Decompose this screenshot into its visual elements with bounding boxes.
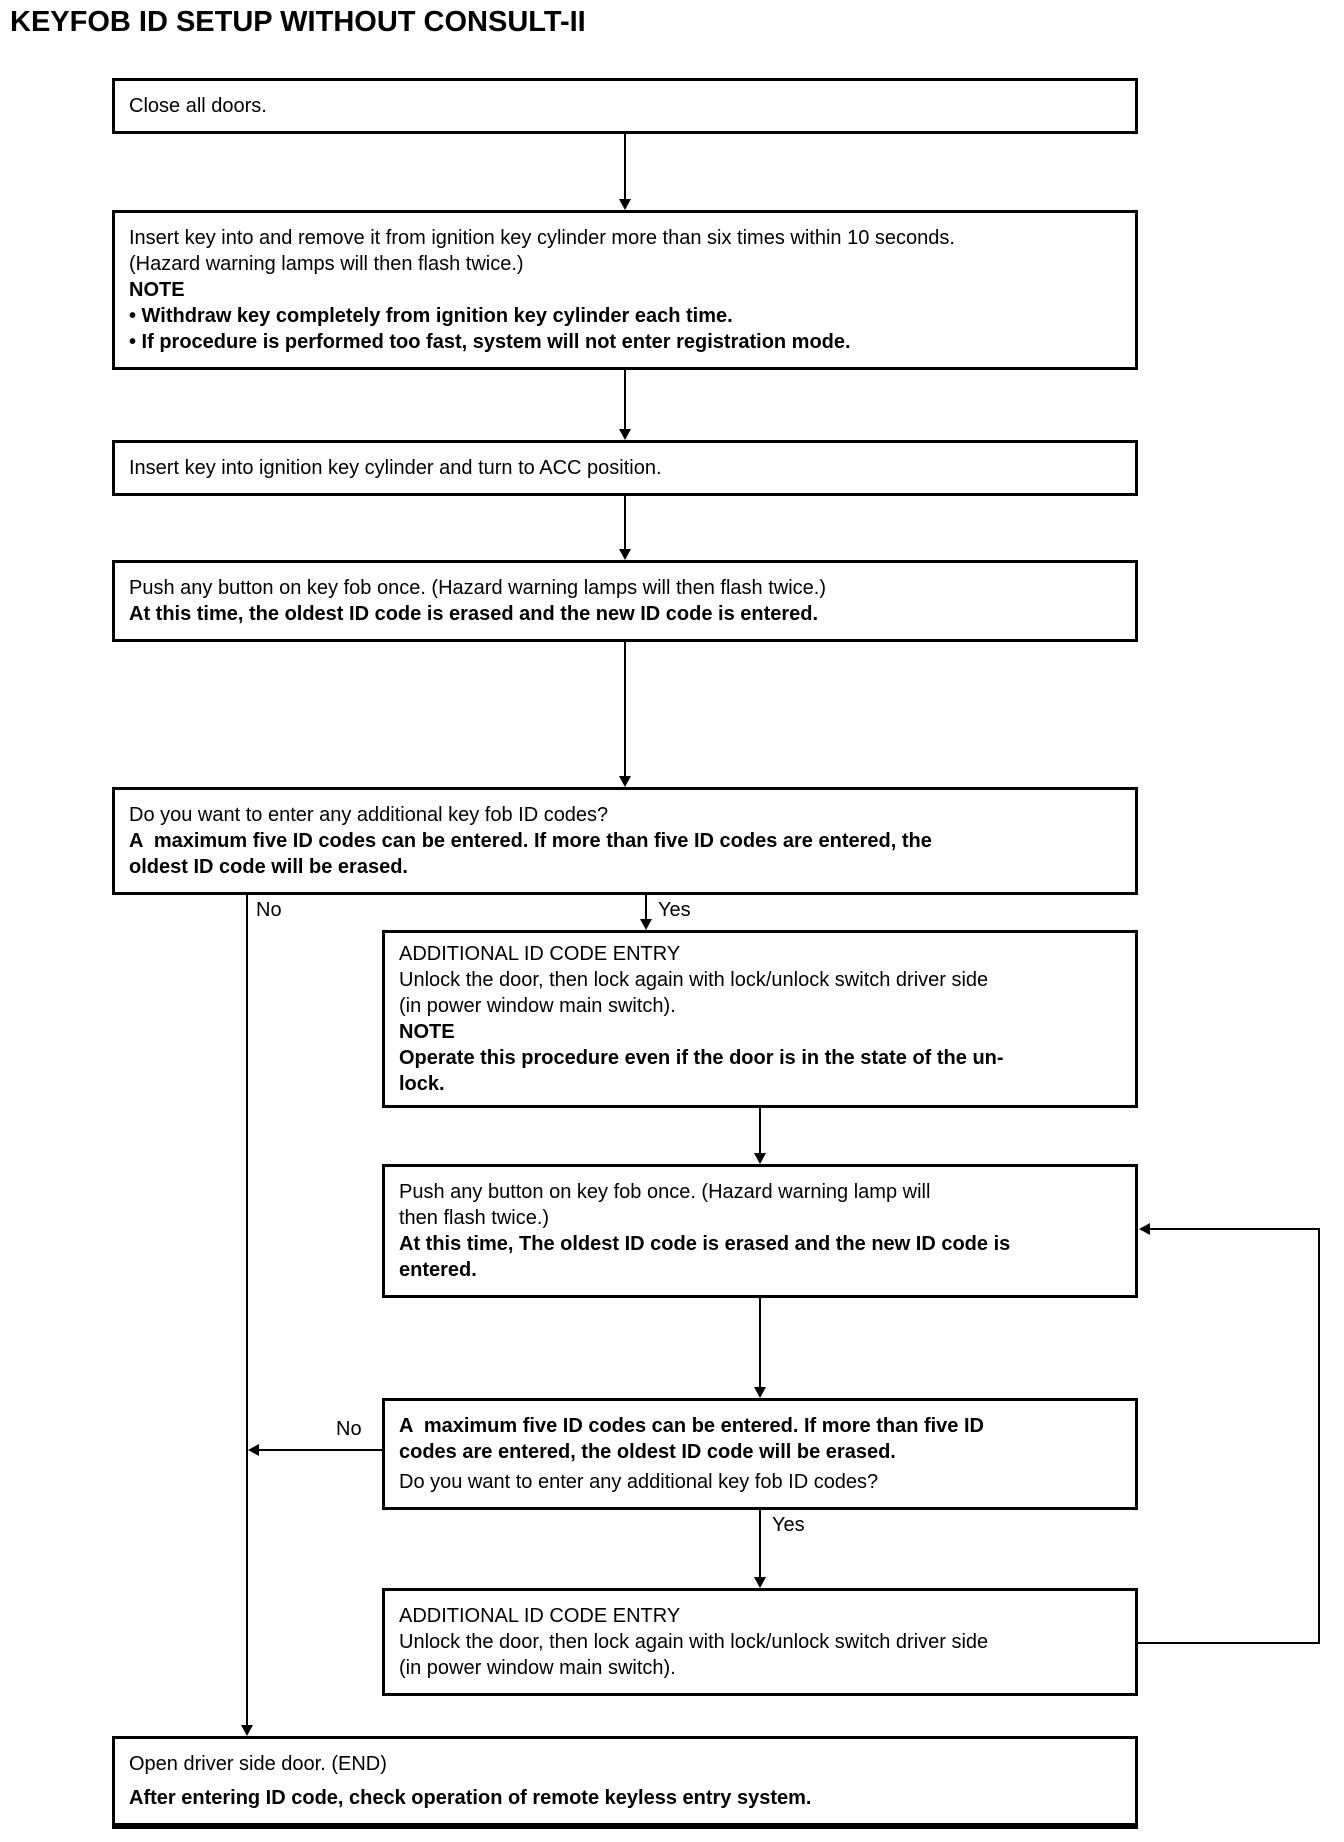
box-line: Unlock the door, then lock again with lo… bbox=[399, 969, 989, 991]
arrowhead-entry2-icon bbox=[754, 1577, 766, 1588]
box-line: (in power window main switch). bbox=[399, 995, 676, 1017]
arrowhead-step4-icon bbox=[619, 549, 631, 560]
arrowhead-entry1-icon bbox=[640, 919, 652, 930]
flow-box-key-to-acc: Insert key into ignition key cylinder an… bbox=[112, 440, 1138, 496]
branch-label-yes-loop: Yes bbox=[772, 1514, 805, 1536]
connector-step1-step2-line bbox=[624, 134, 626, 202]
branch-label-no-main: No bbox=[256, 899, 282, 921]
arrowhead-step5-icon bbox=[619, 776, 631, 787]
box-line: NOTE bbox=[399, 1021, 455, 1043]
box-line: Push any button on key fob once. (Hazard… bbox=[399, 1181, 931, 1203]
flow-box-additional-entry-1: ADDITIONAL ID CODE ENTRY Unlock the door… bbox=[382, 930, 1138, 1108]
box-line: A maximum five ID codes can be entered. … bbox=[129, 830, 932, 852]
flow-box-close-doors: Close all doors. bbox=[112, 78, 1138, 134]
connector-step2-step3-line bbox=[624, 370, 626, 430]
box-line: Do you want to enter any additional key … bbox=[399, 1471, 879, 1493]
connector-loop-right-line bbox=[1318, 1228, 1320, 1644]
arrowhead-push2-icon bbox=[754, 1153, 766, 1164]
flow-box-additional-question: Do you want to enter any additional key … bbox=[112, 787, 1138, 895]
flow-box-additional-entry-2: ADDITIONAL ID CODE ENTRY Unlock the door… bbox=[382, 1588, 1138, 1696]
connector-no-loop-line bbox=[256, 1449, 382, 1451]
box-line: (in power window main switch). bbox=[399, 1657, 676, 1679]
box-line: Insert key into ignition key cylinder an… bbox=[129, 457, 662, 479]
flow-box-insert-remove-key: Insert key into and remove it from ignit… bbox=[112, 210, 1138, 370]
box-line: (Hazard warning lamps will then flash tw… bbox=[129, 253, 524, 275]
connector-step3-step4-line bbox=[624, 496, 626, 550]
box-line: ADDITIONAL ID CODE ENTRY bbox=[399, 943, 681, 965]
flow-box-push-button-2: Push any button on key fob once. (Hazard… bbox=[382, 1164, 1138, 1298]
box-line: After entering ID code, check operation … bbox=[129, 1787, 812, 1809]
box-line: Insert key into and remove it from ignit… bbox=[129, 227, 955, 249]
page-title: KEYFOB ID SETUP WITHOUT CONSULT-II bbox=[10, 6, 586, 38]
arrowhead-end-box-icon bbox=[241, 1725, 253, 1736]
box-line: Unlock the door, then lock again with lo… bbox=[399, 1631, 989, 1653]
arrowhead-step3-icon bbox=[619, 429, 631, 440]
flow-box-max-codes-question: A maximum five ID codes can be entered. … bbox=[382, 1398, 1138, 1510]
box-line: oldest ID code will be erased. bbox=[129, 856, 408, 878]
box-line: • If procedure is performed too fast, sy… bbox=[129, 331, 851, 353]
connector-no-main-line bbox=[246, 895, 248, 1727]
arrowhead-no-loop-icon bbox=[248, 1444, 259, 1456]
box-line: Operate this procedure even if the door … bbox=[399, 1047, 1004, 1069]
connector-loop-top-line bbox=[1150, 1228, 1320, 1230]
flow-box-push-button: Push any button on key fob once. (Hazard… bbox=[112, 560, 1138, 642]
box-line: At this time, The oldest ID code is eras… bbox=[399, 1233, 1011, 1255]
box-line: NOTE bbox=[129, 279, 185, 301]
box-line: Do you want to enter any additional key … bbox=[129, 804, 609, 826]
box-line: Close all doors. bbox=[129, 95, 267, 117]
box-line: ADDITIONAL ID CODE ENTRY bbox=[399, 1605, 681, 1627]
box-line: Push any button on key fob once. (Hazard… bbox=[129, 577, 827, 599]
connector-yes-main-line bbox=[645, 895, 647, 921]
arrowhead-loop-push2-icon bbox=[1139, 1223, 1150, 1235]
box-line: then flash twice.) bbox=[399, 1207, 550, 1229]
box-line: Open driver side door. (END) bbox=[129, 1753, 387, 1775]
connector-loop-bottom-line bbox=[1138, 1642, 1320, 1644]
box-line: lock. bbox=[399, 1073, 445, 1095]
box-line: entered. bbox=[399, 1259, 477, 1281]
box-line: • Withdraw key completely from ignition … bbox=[129, 305, 733, 327]
branch-label-yes-main: Yes bbox=[658, 899, 691, 921]
branch-label-no-loop: No bbox=[336, 1418, 362, 1440]
flow-box-open-door-end: Open driver side door. (END) After enter… bbox=[112, 1736, 1138, 1829]
box-line: codes are entered, the oldest ID code wi… bbox=[399, 1441, 896, 1463]
connector-push2-maxq-line bbox=[759, 1298, 761, 1389]
arrowhead-step2-icon bbox=[619, 199, 631, 210]
box-line: At this time, the oldest ID code is eras… bbox=[129, 603, 819, 625]
box-line: A maximum five ID codes can be entered. … bbox=[399, 1415, 984, 1437]
connector-step4-step5-line bbox=[624, 642, 626, 777]
connector-yes-loop-line bbox=[759, 1510, 761, 1580]
arrowhead-maxq-icon bbox=[754, 1387, 766, 1398]
connector-entry1-push2-line bbox=[759, 1108, 761, 1155]
